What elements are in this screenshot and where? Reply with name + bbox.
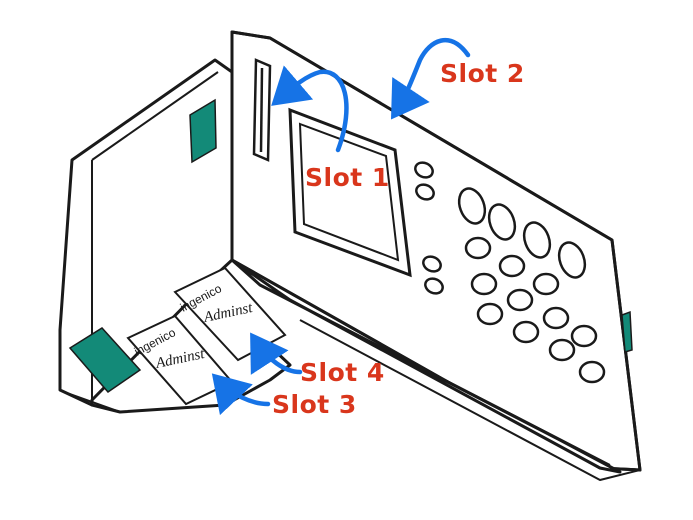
function-key xyxy=(415,183,435,201)
arrow-slot1 xyxy=(271,65,349,153)
function-keys xyxy=(414,161,444,295)
keypad-key xyxy=(532,272,560,296)
function-key xyxy=(424,277,444,295)
keypad-key xyxy=(457,187,487,225)
slot4-label: Slot 4 xyxy=(300,358,385,387)
card-slot xyxy=(252,58,272,162)
function-key xyxy=(422,255,442,273)
keypad-key xyxy=(464,236,492,260)
keypad-key xyxy=(487,203,517,241)
keypad-key xyxy=(476,302,504,326)
keypad-key xyxy=(557,241,587,279)
accent-patch xyxy=(189,98,217,164)
slot2-label: Slot 2 xyxy=(440,59,525,88)
screen xyxy=(288,107,412,278)
accent-patches xyxy=(68,98,633,393)
arrow-slot4 xyxy=(250,332,303,375)
labels: Slot 1 Slot 2 Slot 4 Slot 3 xyxy=(272,59,525,419)
keypad xyxy=(457,187,606,384)
keypad-key xyxy=(578,360,606,384)
accent-patch xyxy=(621,310,633,353)
sam-card-slot3: ingenico Adminst xyxy=(126,314,234,406)
function-key xyxy=(414,161,434,179)
keypad-key xyxy=(548,338,576,362)
arrow-slot3 xyxy=(211,373,271,416)
keypad-key xyxy=(470,272,498,296)
keypad-key xyxy=(522,221,552,259)
accent-patch xyxy=(68,327,142,393)
keypad-key xyxy=(512,320,540,344)
arrow-slot2 xyxy=(391,37,471,120)
keypad-key xyxy=(498,254,526,278)
slot3-label: Slot 3 xyxy=(272,390,357,419)
keypad-key xyxy=(506,288,534,312)
keypad-key xyxy=(542,306,570,330)
slot1-label: Slot 1 xyxy=(305,163,390,192)
arrows xyxy=(211,37,471,416)
keypad-key xyxy=(570,324,598,348)
